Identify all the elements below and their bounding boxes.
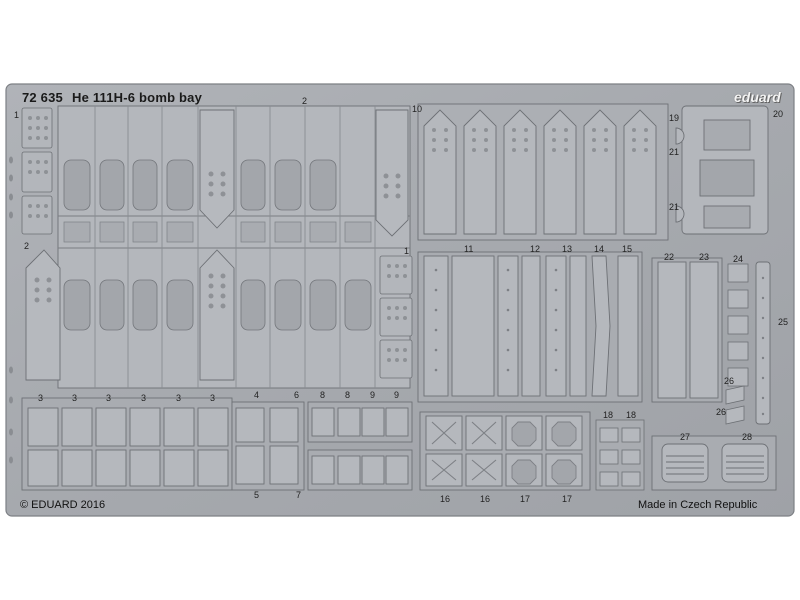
part-number-13: 13 bbox=[562, 244, 573, 254]
part-25-bar bbox=[755, 261, 771, 425]
parts-4-7 bbox=[231, 401, 305, 491]
part-18 bbox=[595, 419, 645, 491]
parts-11-15-strips bbox=[417, 251, 643, 403]
part-number-21: 21 bbox=[669, 147, 680, 157]
part-number-3: 3 bbox=[141, 393, 147, 403]
part-number-9: 9 bbox=[370, 390, 376, 400]
part-number-6: 6 bbox=[294, 390, 300, 400]
part-number-1: 1 bbox=[404, 246, 410, 256]
part-10-holes bbox=[432, 128, 648, 152]
part-3-panels bbox=[21, 397, 233, 491]
part-number-8: 8 bbox=[320, 390, 326, 400]
parts-22-23 bbox=[651, 257, 723, 403]
parts-27-28-slots bbox=[666, 455, 764, 475]
part-number-28: 28 bbox=[742, 432, 753, 442]
part-number-26: 26 bbox=[716, 407, 727, 417]
part-number-24: 24 bbox=[733, 254, 744, 264]
part-number-16: 16 bbox=[480, 494, 491, 504]
part-number-14: 14 bbox=[594, 244, 605, 254]
part-20-frame bbox=[675, 105, 769, 235]
copyright-text: © EDUARD 2016 bbox=[20, 499, 106, 511]
part-17-octagons bbox=[511, 421, 577, 485]
part-number-3: 3 bbox=[38, 393, 44, 403]
part-1-mid-holes bbox=[387, 264, 407, 362]
part-1-left-holes bbox=[28, 116, 48, 218]
parts-8-9 bbox=[307, 401, 413, 491]
part-16-cross-etch bbox=[431, 421, 497, 481]
part-number-3: 3 bbox=[106, 393, 112, 403]
part-number-19: 19 bbox=[669, 113, 680, 123]
part-2-lower-bays bbox=[63, 221, 372, 243]
part-number-10: 10 bbox=[412, 104, 423, 114]
part-25-rivets bbox=[761, 276, 765, 416]
part-number-4: 4 bbox=[254, 390, 260, 400]
brand-logo: eduard bbox=[734, 89, 781, 105]
parts-24-26-brackets bbox=[725, 263, 749, 425]
part-number-20: 20 bbox=[773, 109, 784, 119]
part-number-1: 1 bbox=[14, 110, 20, 120]
parts-11-13-rivets bbox=[434, 268, 558, 372]
part-2-window-openings bbox=[63, 159, 372, 331]
part-number-3: 3 bbox=[176, 393, 182, 403]
part-2-panel-holes bbox=[34, 171, 401, 309]
part-number-21: 21 bbox=[669, 202, 680, 212]
fret-code: 72 635 bbox=[22, 90, 63, 105]
left-edge-notches bbox=[9, 156, 13, 464]
part-number-2: 2 bbox=[302, 96, 308, 106]
part-2-pointed-panels bbox=[25, 109, 409, 381]
part-number-15: 15 bbox=[622, 244, 633, 254]
part-number-3: 3 bbox=[72, 393, 78, 403]
part-number-18: 18 bbox=[603, 410, 614, 420]
fret-title: He 111H-6 bomb bay bbox=[72, 90, 203, 105]
part-number-27: 27 bbox=[680, 432, 691, 442]
part-10-strips bbox=[417, 103, 669, 241]
part-number-16: 16 bbox=[440, 494, 451, 504]
origin-text: Made in Czech Republic bbox=[638, 499, 758, 511]
part-number-25: 25 bbox=[778, 317, 789, 327]
part-number-11: 11 bbox=[464, 244, 474, 254]
part-number-7: 7 bbox=[296, 490, 302, 500]
part-number-26: 26 bbox=[724, 376, 735, 386]
parts-27-28 bbox=[651, 435, 777, 491]
part-number-18: 18 bbox=[626, 410, 637, 420]
part-number-17: 17 bbox=[562, 494, 573, 504]
part-number-22: 22 bbox=[664, 252, 675, 262]
part-number-12: 12 bbox=[530, 244, 541, 254]
part-number-2: 2 bbox=[24, 241, 30, 251]
part-number-3: 3 bbox=[210, 393, 216, 403]
part-number-8: 8 bbox=[345, 390, 351, 400]
part-number-17: 17 bbox=[520, 494, 531, 504]
part-number-5: 5 bbox=[254, 490, 260, 500]
part-number-23: 23 bbox=[699, 252, 710, 262]
part-number-9: 9 bbox=[394, 390, 400, 400]
